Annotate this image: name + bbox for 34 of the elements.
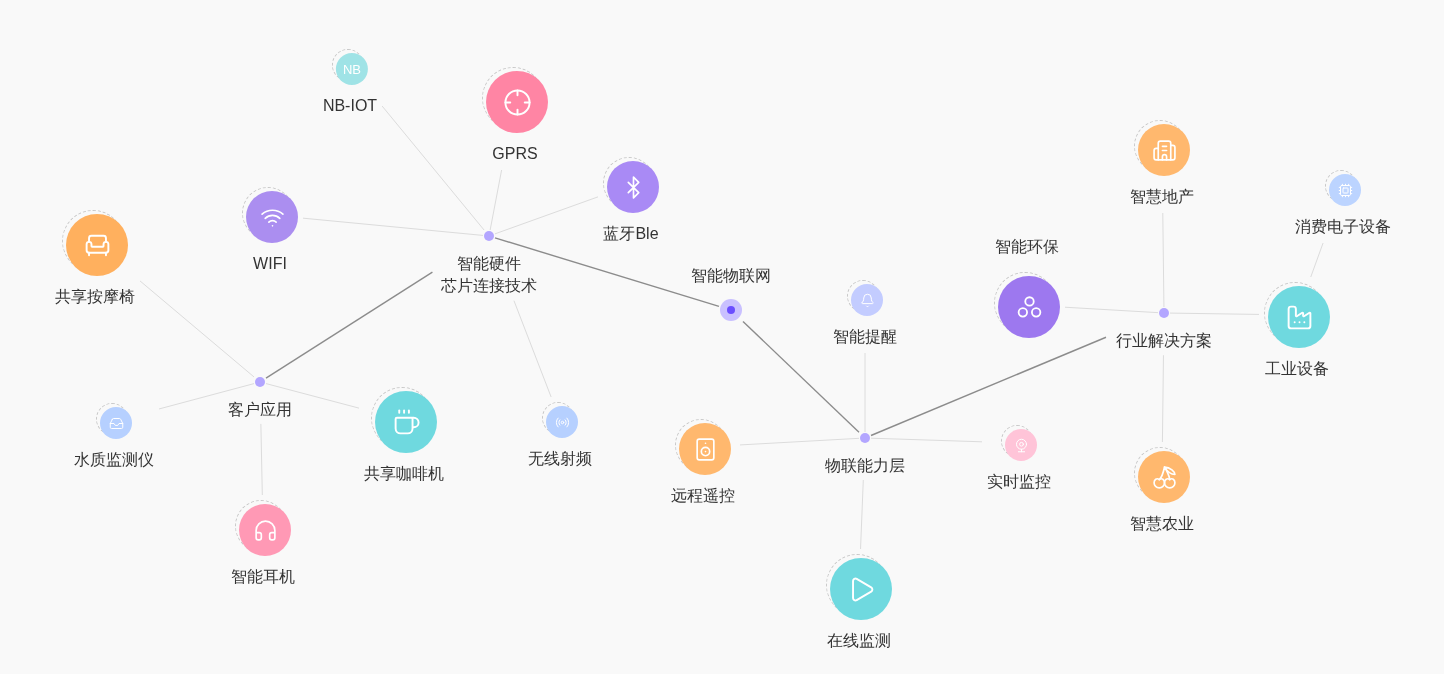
node-label: 无线射频 (528, 449, 592, 469)
connector-line (265, 271, 434, 379)
node-label: 工业设备 (1265, 359, 1329, 379)
node-label: 智慧农业 (1130, 514, 1194, 534)
node-label: 消费电子设备 (1295, 217, 1391, 237)
connector-line (870, 437, 983, 443)
node-label: 在线监测 (827, 631, 891, 651)
node-label: 智慧地产 (1130, 187, 1194, 207)
connector-line (158, 383, 255, 410)
connector-line (265, 383, 360, 409)
connector-line (489, 169, 503, 231)
connector-line (302, 217, 484, 236)
node-label: 水质监测仪 (74, 450, 154, 470)
connector-line (1064, 306, 1159, 314)
connector-line (870, 336, 1107, 437)
connector-line (381, 105, 485, 231)
connector-line (513, 300, 552, 398)
node-label: 智能提醒 (833, 327, 897, 347)
node-label: WIFI (253, 254, 287, 274)
node-label: 远程遥控 (671, 486, 735, 506)
node-label: 实时监控 (987, 472, 1051, 492)
node-label: GPRS (492, 144, 538, 164)
node-label: NB-IOT (322, 96, 378, 116)
node-label: 蓝牙Ble (603, 224, 659, 244)
connector-line (742, 320, 860, 433)
node-label: 共享咖啡机 (364, 464, 444, 484)
node-label: 共享按摩椅 (55, 287, 135, 307)
node-label: 智能耳机 (231, 567, 295, 587)
connector-line (739, 437, 860, 446)
node-label: 智能环保 (995, 237, 1059, 257)
connector-line (139, 280, 255, 378)
connector-line (494, 196, 599, 235)
connector-line (494, 237, 720, 308)
connector-line (1310, 242, 1324, 278)
